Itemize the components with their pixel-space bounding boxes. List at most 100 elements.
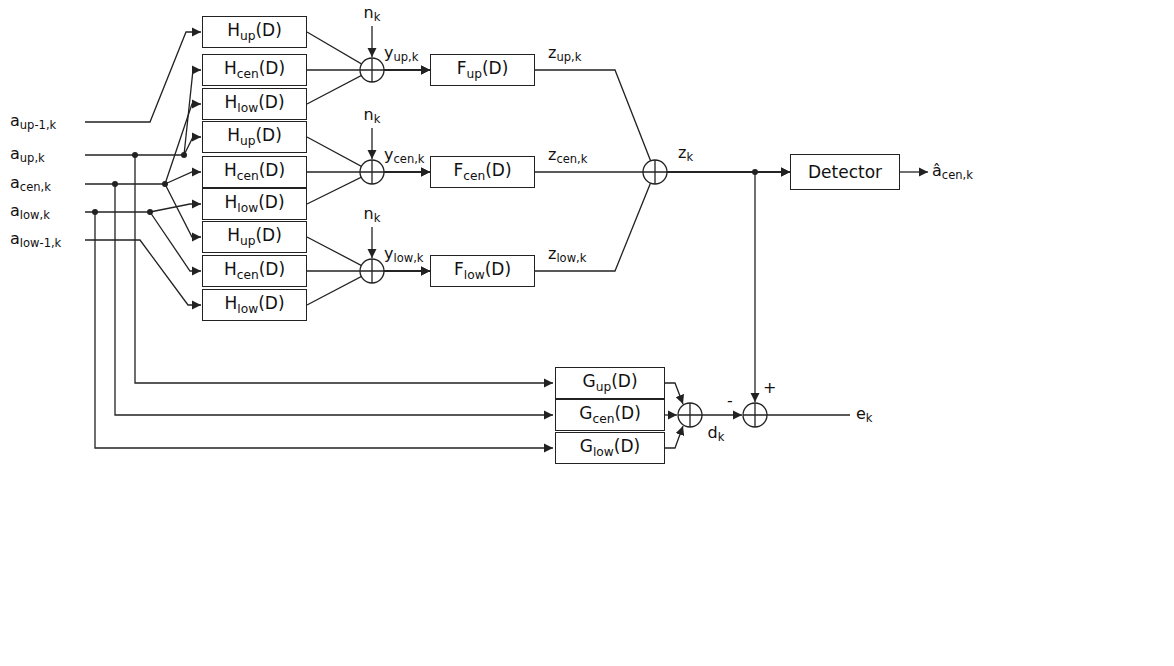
symbol-text: y — [384, 43, 393, 62]
signal-connector — [535, 70, 790, 172]
signal-name: ycen,k — [384, 145, 425, 167]
signal-wire — [85, 32, 201, 122]
subscript-text: up-1,k — [20, 118, 56, 132]
symbol-text: F — [454, 259, 464, 279]
signal-name: zup,k — [548, 43, 581, 65]
detector-box: Detector — [790, 154, 900, 190]
subscript-text: up — [466, 67, 482, 81]
junction-dot — [112, 181, 118, 187]
symbol-text: z — [548, 244, 556, 263]
input-signal: alow-1,k — [10, 229, 61, 251]
signal-wire — [767, 414, 850, 415]
symbol-text: n — [364, 204, 374, 223]
signal-name: zk — [678, 143, 693, 165]
symbol-text: (D) — [614, 436, 640, 456]
symbol-text: a — [10, 201, 20, 220]
input-signal: acen,k — [10, 173, 51, 195]
noise-wire — [371, 26, 372, 57]
block-label: Hup(D) — [227, 225, 282, 248]
symbol-text: z — [548, 145, 556, 164]
signal-wire — [150, 212, 201, 271]
noise-signal: nk — [364, 3, 381, 25]
signal-name: ylow,k — [384, 244, 423, 266]
symbol-text: (D) — [258, 293, 284, 313]
signal-wire — [184, 70, 201, 155]
subscript-text: k — [718, 430, 725, 444]
symbol-text: F — [457, 58, 467, 78]
symbol-text: (D) — [259, 58, 285, 78]
signal-wire — [702, 414, 742, 415]
symbol-text: H — [224, 259, 237, 279]
subscript-text: cen,k — [393, 152, 424, 166]
symbol-text: (D) — [614, 403, 640, 423]
symbol-text: (D) — [259, 160, 285, 180]
symbol-text: y — [384, 145, 393, 164]
block-label: Hup(D) — [227, 20, 282, 43]
equalizer-box: Flow(D) — [430, 255, 535, 287]
signal-wire — [184, 137, 201, 155]
subscript-text: up,k — [556, 50, 581, 64]
block-label: Gcen(D) — [579, 403, 641, 426]
block-label: Flow(D) — [454, 259, 511, 282]
sign-mark: + — [763, 378, 776, 397]
block-label: Hcen(D) — [224, 160, 285, 183]
signal-wire — [665, 414, 677, 415]
signal-name: ek — [856, 404, 873, 426]
symbol-text: H — [224, 58, 237, 78]
symbol-text: (D) — [255, 225, 281, 245]
symbol-text: (D) — [485, 259, 511, 279]
signal-wire — [150, 204, 201, 212]
symbol-text: H — [224, 192, 237, 212]
symbol-text: a — [10, 229, 20, 248]
symbol-text: z — [678, 143, 686, 162]
summer-symbol — [678, 403, 702, 427]
block-label: Hlow(D) — [224, 92, 284, 115]
signal-name: dk — [708, 423, 725, 445]
signal-wire — [85, 240, 201, 305]
signal-wire — [165, 104, 201, 184]
symbol-text: H — [224, 293, 237, 313]
equalizer-box: Fup(D) — [430, 54, 535, 86]
symbol-text: y — [384, 244, 393, 263]
input-signal: aup,k — [10, 144, 45, 166]
symbol-text: H — [227, 225, 240, 245]
target-box: Gcen(D) — [555, 399, 665, 431]
noise-signal: nk — [364, 204, 381, 226]
subscript-text: cen — [463, 169, 485, 183]
summer-symbol — [643, 160, 667, 184]
filter-box: Hcen(D) — [202, 255, 307, 287]
signal-name: yup,k — [384, 43, 418, 65]
subscript-text: k — [374, 112, 381, 126]
signal-wire — [115, 184, 553, 415]
subscript-text: k — [686, 150, 693, 164]
junction-dot — [147, 209, 153, 215]
symbol-text: z — [548, 43, 556, 62]
symbol-text: a — [10, 111, 20, 130]
subscript-text: cen — [237, 169, 259, 183]
subscript-text: low,k — [20, 208, 50, 222]
noise-wire — [371, 227, 372, 258]
subscript-text: low,k — [556, 251, 586, 265]
noise-wire — [371, 128, 372, 159]
signal-name: zlow,k — [548, 244, 586, 266]
subscript-text: cen,k — [556, 152, 587, 166]
symbol-text: (D) — [258, 92, 284, 112]
subscript-text: up — [240, 134, 256, 148]
signal-connector — [535, 172, 790, 271]
symbol-text: (D) — [255, 125, 281, 145]
subscript-text: low — [237, 101, 258, 115]
symbol-text: H — [224, 160, 237, 180]
output-signal: âcen,k — [932, 161, 973, 183]
subscript-text: low — [464, 268, 485, 282]
block-label: Fcen(D) — [453, 160, 511, 183]
symbol-text: H — [224, 92, 237, 112]
symbol-text: a — [10, 144, 20, 163]
sign-mark: - — [727, 391, 733, 410]
target-box: Glow(D) — [555, 432, 665, 464]
symbol-text: a — [10, 173, 20, 192]
junction-dot — [181, 152, 187, 158]
block-label: Gup(D) — [582, 371, 637, 394]
subscript-text: low — [237, 302, 258, 316]
junction-dot — [162, 181, 168, 187]
signal-wire — [754, 172, 755, 402]
